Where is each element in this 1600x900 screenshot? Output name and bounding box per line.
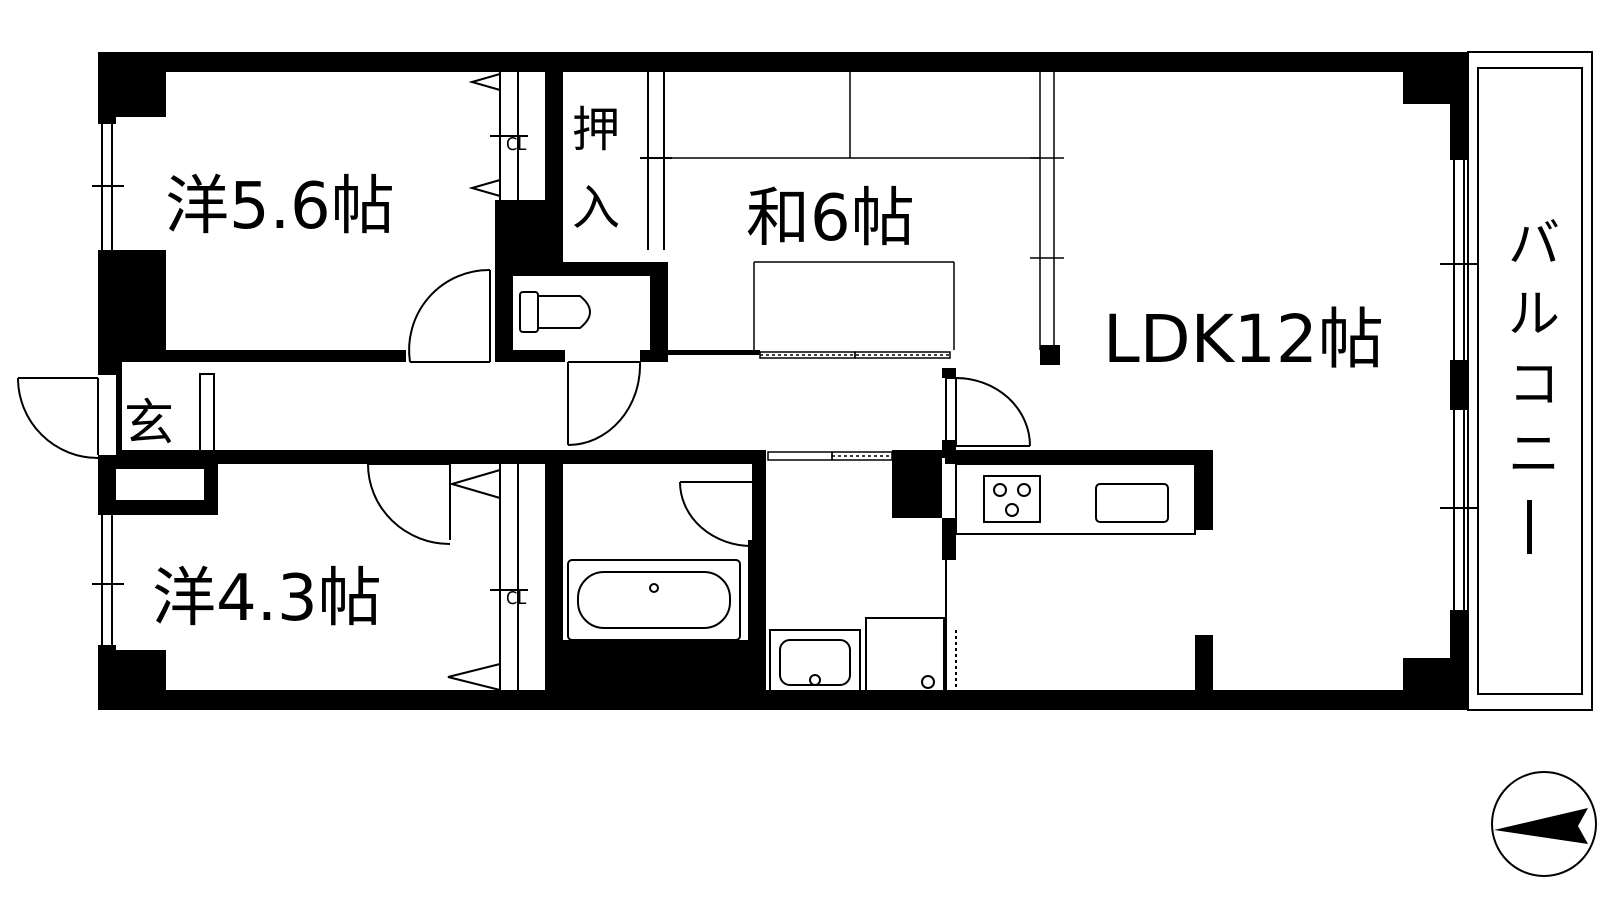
doors [17, 268, 1031, 547]
bath-sliding-door [767, 451, 893, 461]
japanese-sliding-door [759, 351, 951, 359]
room-label-western-2: 洋4.3帖 [152, 562, 382, 636]
room-label-ldk: LDK12帖 [1103, 301, 1384, 378]
balcony-char-5-bar [1527, 500, 1532, 554]
compass-icon [1491, 771, 1597, 877]
interior-walls [98, 52, 1213, 710]
balcony-char-1: バ [1508, 215, 1560, 275]
room-label-entrance: 玄 [124, 394, 174, 452]
balcony-char-4: ニ [1508, 425, 1560, 485]
pillars [98, 52, 1468, 710]
bathtub [567, 559, 741, 641]
oshiire-label-top: 押 [572, 102, 620, 158]
balcony-char-2: ル [1508, 285, 1560, 345]
closet-1 [468, 72, 528, 200]
balcony-char-3: コ [1508, 355, 1560, 415]
toilet [519, 291, 591, 333]
balcony-outline [1467, 51, 1593, 711]
windows-right [1440, 160, 1478, 610]
tatami [664, 72, 1064, 350]
oshiire [640, 72, 672, 250]
room-label-western-1: 洋5.6帖 [165, 170, 395, 244]
closet-2 [447, 464, 528, 691]
kitchen [955, 463, 1196, 535]
closet-label-1: CL [506, 134, 526, 155]
oshiire-label-bottom: 入 [572, 180, 620, 236]
closet-label-2: CL [506, 588, 526, 609]
room-label-japanese: 和6帖 [746, 182, 915, 256]
washroom [769, 560, 957, 700]
windows-left [92, 124, 124, 645]
balcony-label: バ ル コ ニ [1508, 215, 1560, 554]
